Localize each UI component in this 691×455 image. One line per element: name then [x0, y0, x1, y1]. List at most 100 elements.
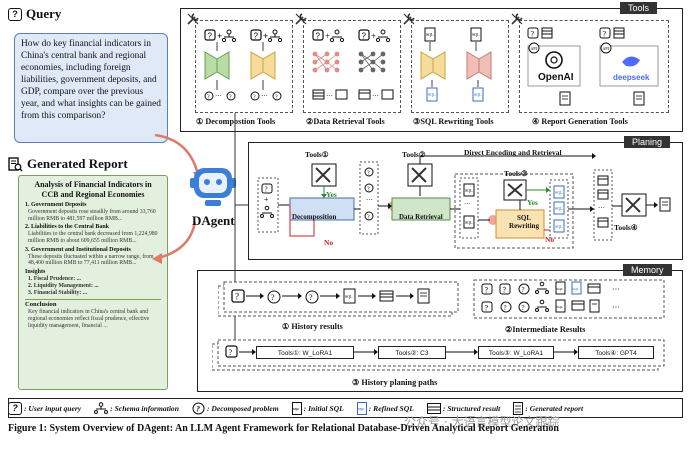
insights-title: Insights	[25, 269, 46, 276]
report-section-text: Liabilities to the central bank decrease…	[28, 231, 158, 244]
svg-text:SQL: SQL	[465, 188, 473, 193]
svg-text:SQL: SQL	[426, 32, 434, 37]
no-label: No	[545, 235, 555, 244]
conclusion-text: Key financial indicators in China's cent…	[28, 309, 150, 329]
svg-text:SQL: SQL	[428, 92, 436, 97]
svg-text:?: ?	[229, 348, 233, 357]
svg-text:?: ?	[253, 95, 256, 101]
svg-text:···: ···	[464, 200, 471, 208]
path-step: Tools②: C3	[378, 346, 446, 359]
decomposition-box-label: Decomposition	[292, 213, 337, 221]
planning-tag: Planing	[624, 136, 671, 148]
svg-text:?: ?	[196, 404, 200, 413]
svg-text:SQL: SQL	[555, 224, 563, 229]
history-paths-label: ③ History planing paths	[352, 378, 438, 387]
svg-text:?: ?	[229, 95, 232, 101]
wrench-icon	[511, 13, 523, 25]
svg-text:+: +	[264, 195, 269, 204]
svg-text:SQL: SQL	[555, 190, 563, 195]
yes-label: Yes	[527, 198, 538, 207]
history-results-label: ① History results	[282, 322, 343, 331]
svg-text:+: +	[325, 31, 330, 41]
svg-text:SQL: SQL	[358, 407, 365, 411]
figure-caption: Figure 1: System Overview of DAgent: An …	[8, 423, 559, 434]
svg-text:?: ?	[503, 286, 507, 295]
legend-item: : Structured result	[426, 402, 500, 414]
svg-text:?: ?	[504, 304, 507, 312]
legend-item: SQL : Initial SQL	[291, 401, 344, 415]
svg-text:?: ?	[485, 286, 489, 295]
query-box: How do key financial indicators in China…	[14, 33, 168, 143]
watermark: 公众号 · 大语言模型论文跟踪	[404, 415, 560, 429]
svg-text:SQL: SQL	[555, 206, 563, 211]
report-title: Generated Report	[27, 156, 128, 171]
legend-item: ? : Decomposed problem	[192, 402, 279, 415]
planning-panel	[248, 142, 683, 260]
svg-text:+: +	[371, 31, 376, 41]
svg-text:SQL: SQL	[557, 287, 564, 291]
query-text: How do key financial indicators in China…	[21, 39, 161, 121]
report-section-title: 2. Liabilities to the Central Bank	[25, 224, 110, 231]
svg-text:?: ?	[603, 30, 607, 39]
svg-text:?: ?	[531, 30, 535, 39]
svg-text:?: ?	[235, 292, 239, 302]
svg-text:···: ···	[326, 92, 333, 100]
insight-item: 2. Liquidity Management: ...	[28, 282, 99, 289]
report-heading: Generated Report	[8, 156, 128, 172]
initial-sql-icon: SQL	[291, 401, 302, 415]
intermediate-results-icons: ? ? ? SQL SQL ··· ? ? ? SQL ···	[473, 279, 665, 319]
svg-text:···: ···	[598, 204, 605, 212]
report-section-title: 1. Government Deposits	[25, 202, 87, 208]
tools3-label: Tools③	[504, 169, 528, 178]
planning-flow: ? + ? ? ··· ? SQL ··· SQL SQL SQL SQL ··…	[257, 153, 671, 249]
tools-tag: Tools	[620, 2, 658, 14]
wrench-icon	[295, 13, 307, 25]
svg-text:SQL: SQL	[474, 92, 482, 97]
report-section-text: Government deposits rose steadily from a…	[28, 208, 156, 222]
report-tools-icons: ? ? API API	[527, 27, 659, 106]
report-box: Analysis of Financial Indicators in CCB …	[18, 175, 168, 390]
query-icon: ?	[8, 7, 22, 21]
tools4-label: Tools④	[614, 223, 638, 232]
insight-item: 3. Financial Stability: ...	[28, 289, 88, 296]
no-label: No	[324, 238, 334, 247]
legend-item: : Schema information	[94, 402, 179, 414]
svg-text:+: +	[263, 31, 268, 41]
svg-text:SQL: SQL	[573, 287, 580, 291]
wrench-icon	[403, 13, 415, 25]
retrieval-tools-group	[303, 20, 401, 113]
refined-sql-icon: SQL	[356, 401, 367, 415]
legend: ?: User input query : Schema information…	[8, 400, 691, 416]
history-results-flow: ? ? ? SQL	[218, 281, 459, 317]
sql-tools-label: ③SQL Rewriting Tools	[413, 117, 494, 126]
query-title: Query	[26, 6, 62, 21]
wrench-icon	[187, 13, 199, 25]
conclusion-title: Conclusion	[25, 299, 161, 309]
legend-border	[8, 398, 683, 418]
tools2-label: Tools②	[402, 150, 426, 159]
svg-text:?: ?	[367, 171, 370, 177]
memory-tag: Memory	[623, 264, 672, 276]
svg-text:SQL: SQL	[465, 220, 473, 225]
decomposed-problem-icon: ?	[192, 402, 205, 414]
svg-text:?: ?	[275, 95, 278, 101]
openai-label: OpenAI	[538, 72, 574, 83]
svg-text:SQL: SQL	[292, 407, 299, 411]
legend-item: SQL : Refined SQL	[356, 401, 414, 415]
insight-item: 1. Fiscal Prudence: ...	[28, 275, 81, 282]
svg-text:API: API	[603, 46, 610, 51]
svg-text:?: ?	[362, 32, 367, 41]
yes-label: Yes	[326, 190, 337, 199]
tools1-label: Tools①	[305, 150, 329, 159]
svg-text:SQL: SQL	[557, 305, 564, 309]
svg-text:?: ?	[208, 32, 213, 41]
svg-text:API: API	[531, 46, 538, 51]
path-step: Tools③: W_LoRA1	[478, 346, 554, 359]
path-step: Tools④: GPT4	[578, 346, 654, 359]
svg-text:SQL: SQL	[472, 32, 480, 37]
retrieval-tools-label: ②Data Retrieval Tools	[306, 117, 385, 126]
svg-text:···: ···	[215, 92, 222, 100]
deepseek-label: deepseek	[613, 73, 650, 82]
tools-panel	[180, 8, 683, 132]
decomposition-tools-label: ① Decompostion Tools	[196, 117, 276, 126]
